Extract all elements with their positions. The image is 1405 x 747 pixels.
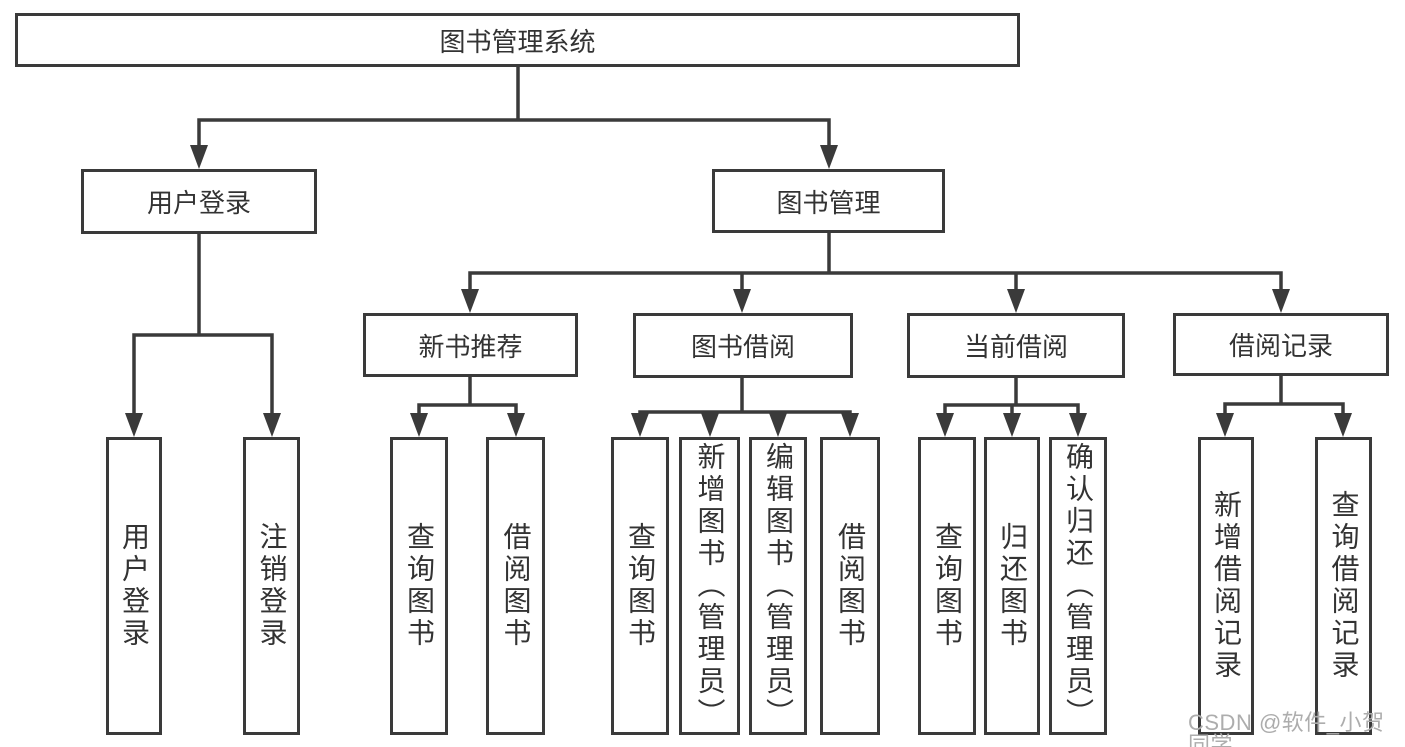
connector-book-mgmt-children [461,231,1290,313]
node-label: 归还图书 [997,522,1028,650]
arrowhead-down [190,145,838,169]
node-label: 查询图书 [404,522,435,650]
node-label: 编辑图书（管理员） [763,442,794,730]
node-label: 图书管理 [776,187,881,218]
connector-current-borrow-children [936,376,1087,437]
node-leaf-bb-query-books: 查询图书 [611,437,669,735]
node-leaf-user-login: 用户登录 [106,437,162,735]
node-label: 查询图书 [625,522,656,650]
node-leaf-cb-return-books: 归还图书 [984,437,1040,735]
connector-borrow-records-children [1216,374,1352,437]
node-label: 注销登录 [256,522,288,650]
node-leaf-br-query-record: 查询借阅记录 [1315,437,1372,735]
watermark: CSDN @软件_小贺同学 [1188,710,1385,747]
node-borrow-records: 借阅记录 [1173,313,1389,376]
connector-user-login-children [125,232,281,437]
arrowhead-down [1216,413,1352,437]
node-label: 新书推荐 [418,331,523,362]
node-label: 用户登录 [119,522,150,650]
node-leaf-nb-query-books: 查询图书 [390,437,448,735]
node-label: 图书借阅 [690,332,795,362]
node-label: 新增借阅记录 [1211,490,1242,682]
node-current-borrow: 当前借阅 [907,313,1125,378]
node-leaf-cb-query-books: 查询图书 [918,437,976,735]
node-label: 图书管理系统 [439,26,596,57]
node-label: 新增图书（管理员） [694,442,726,730]
node-leaf-bb-add-books-admin: 新增图书（管理员） [679,437,740,735]
node-leaf-bb-edit-books-admin: 编辑图书（管理员） [749,437,807,735]
node-label: 当前借阅 [963,332,1068,362]
arrowhead-down [936,413,1087,437]
arrowhead-down [631,413,859,437]
arrowhead-down [461,289,1290,313]
arrowhead-down [410,413,525,437]
node-book-management: 图书管理 [712,169,945,233]
node-label: 查询借阅记录 [1328,490,1360,682]
node-label: 确认归还（管理员） [1063,442,1094,730]
connector-new-books-children [410,375,525,437]
node-user-login: 用户登录 [81,169,317,234]
arrowhead-down [125,413,281,437]
node-label: 借阅图书 [500,522,532,650]
node-leaf-nb-borrow-books: 借阅图书 [486,437,545,735]
connector-book-borrow-children [631,376,859,437]
node-label: 借阅图书 [835,522,866,650]
node-new-book-recommend: 新书推荐 [363,313,578,377]
node-leaf-bb-borrow-books: 借阅图书 [820,437,880,735]
node-library-system: 图书管理系统 [15,13,1020,67]
connector-root-to-level1 [190,65,838,169]
node-leaf-cb-confirm-return-admin: 确认归还（管理员） [1049,437,1107,735]
node-leaf-br-add-record: 新增借阅记录 [1198,437,1254,735]
node-book-borrow: 图书借阅 [633,313,853,378]
node-label: 借阅记录 [1228,331,1333,361]
node-leaf-logout: 注销登录 [243,437,300,735]
node-label: 用户登录 [146,188,251,218]
node-label: 查询图书 [932,522,963,650]
